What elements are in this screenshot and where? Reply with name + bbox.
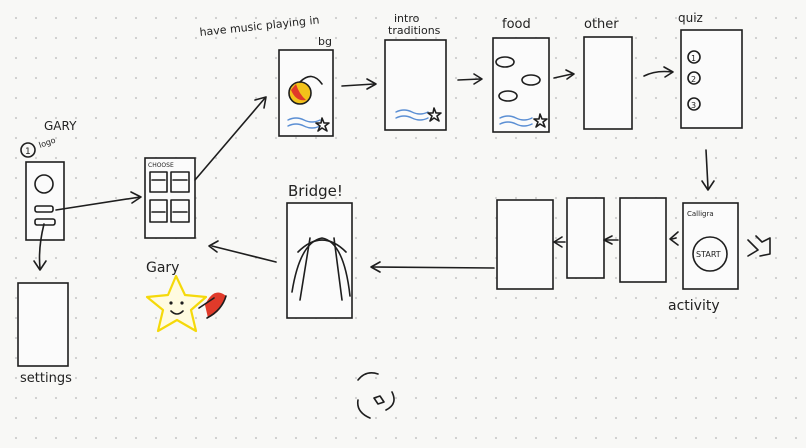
gary-lantern-outline	[198, 295, 227, 319]
arrow-home-to-settings-head	[33, 260, 47, 271]
food-water-waves	[499, 115, 533, 127]
arrow-home-to-choose	[55, 196, 141, 211]
activity-screen-frame	[682, 202, 739, 290]
intro-water-waves	[395, 109, 429, 121]
food-label: food	[502, 17, 531, 32]
arrow-music-to-intro	[341, 83, 375, 87]
gary-title: GARY	[44, 119, 77, 133]
choose-tile-scribbles	[151, 179, 188, 213]
music-note-label: have music playing in	[199, 13, 320, 39]
settings-label: settings	[20, 371, 72, 386]
gary-star-icon	[145, 274, 208, 333]
arrow-choose-to-music-head	[254, 96, 267, 109]
arrow-food-to-other-head	[565, 69, 575, 80]
stack-frame-3	[619, 197, 667, 283]
home-button-bottom[interactable]	[34, 218, 56, 226]
home-button-top[interactable]	[34, 205, 54, 213]
arrow-intro-to-food	[457, 78, 481, 81]
arrow-bridge-to-gary	[211, 245, 277, 263]
logo-circle	[34, 174, 54, 194]
arrow-stack-to-bridge-head	[370, 261, 381, 273]
step-one-number: 1	[25, 147, 31, 157]
home-screen-frame	[25, 161, 65, 241]
arrow-intro-to-food-head	[473, 73, 483, 85]
choose-screen-frame	[144, 157, 196, 239]
activity-label: activity	[668, 298, 720, 314]
bridge-arch	[291, 237, 351, 297]
music-bg-label: bg	[318, 35, 332, 48]
lantern-string	[299, 75, 323, 85]
arrow-other-to-quiz	[643, 70, 673, 77]
arrow-choose-to-music	[194, 97, 266, 181]
water-waves	[287, 117, 321, 129]
gary-eye-right	[180, 301, 184, 305]
gary-character-label: Gary	[146, 260, 179, 276]
quiz-option-2[interactable]	[687, 71, 701, 85]
arrow-quiz-to-activity	[705, 149, 709, 189]
quiz-label: quiz	[678, 11, 703, 25]
swirl-decoration-icon	[356, 372, 395, 419]
choose-tile-4[interactable]	[170, 199, 190, 223]
arrow-activity-to-stack	[671, 237, 677, 240]
stack-frame-1	[496, 199, 554, 290]
intro-label: intro	[394, 12, 420, 25]
arrow-home-to-settings	[38, 223, 45, 269]
choose-tile-1[interactable]	[149, 171, 168, 193]
arrow-activity-to-stack-head	[669, 231, 679, 246]
stack-connector-1-head	[553, 236, 563, 248]
other-screen-frame	[583, 36, 633, 130]
logo-label: logo	[38, 136, 57, 150]
stack-frame-2	[566, 197, 605, 279]
star-icon	[315, 117, 330, 132]
quiz-screen-frame	[680, 29, 743, 129]
gary-smile	[170, 310, 184, 315]
settings-frame	[17, 282, 69, 367]
start-button[interactable]	[692, 236, 728, 272]
stack-connector-2-head	[603, 235, 613, 245]
quiz-option-1-label: 1	[691, 54, 696, 63]
arrow-music-to-intro-head	[366, 78, 377, 90]
food-dumpling-2	[521, 74, 541, 86]
traditions-label: traditions	[388, 24, 441, 37]
food-star-icon	[533, 113, 548, 128]
other-label: other	[584, 17, 619, 32]
arrow-quiz-to-activity-head	[701, 180, 715, 191]
quiz-option-1[interactable]	[687, 50, 701, 64]
arrow-home-to-choose-head	[130, 191, 142, 204]
quiz-option-3[interactable]	[687, 97, 701, 111]
gary-lantern-icon	[205, 292, 226, 318]
start-button-label: START	[696, 250, 721, 259]
arrow-other-to-quiz-head	[663, 66, 674, 78]
intro-screen-frame	[384, 39, 447, 131]
food-dumpling-1	[495, 56, 515, 68]
arrow-food-to-other	[553, 73, 573, 79]
quiz-option-3-label: 3	[691, 101, 696, 110]
calligraphy-scribble-icon	[747, 235, 771, 257]
choose-tile-2[interactable]	[170, 171, 190, 193]
arrow-stack-to-bridge	[371, 266, 495, 269]
arrow-bridge-to-gary-head	[208, 240, 219, 253]
bridge-label: Bridge!	[288, 182, 343, 200]
bridge-structure	[297, 237, 347, 301]
intro-star-icon	[427, 107, 442, 122]
choose-title: CHOOSE	[148, 162, 174, 169]
lantern-red-stripe	[291, 84, 306, 101]
quiz-option-2-label: 2	[691, 75, 696, 84]
calligraphy-title: Calligra	[687, 210, 714, 218]
gary-eye-left	[169, 301, 173, 305]
food-dumpling-3	[498, 90, 518, 102]
choose-tile-3[interactable]	[149, 199, 168, 223]
step-one-circle	[20, 142, 36, 158]
